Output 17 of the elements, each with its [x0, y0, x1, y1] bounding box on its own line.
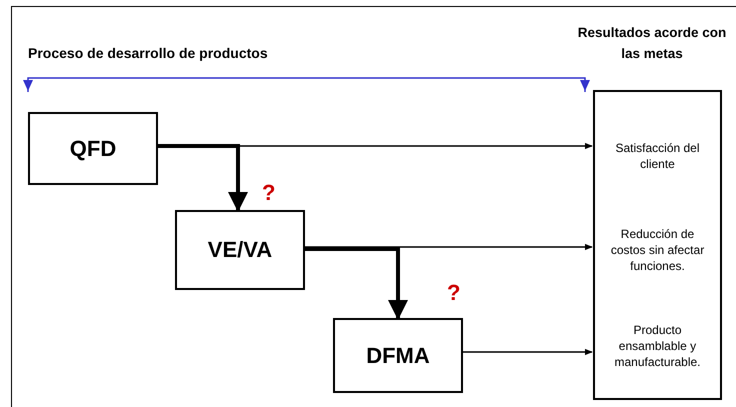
arrow [158, 144, 248, 212]
result-text: Reducción de costos sin afectar funciones. [610, 226, 706, 274]
process-label: VE/VA [208, 237, 272, 263]
results-heading: Resultados acorde con las metas [576, 24, 728, 63]
process-box [28, 112, 158, 185]
result-text: Satisfacción del cliente [614, 140, 701, 172]
arrow [463, 348, 593, 356]
arrow [305, 247, 408, 320]
process-heading: Proceso de desarrollo de productos [28, 45, 268, 61]
process-box [333, 318, 463, 393]
question-mark: ? [262, 180, 276, 206]
arrow [305, 244, 593, 250]
result-text: Producto ensamblable y manufacturable. [613, 322, 702, 370]
process-label: DFMA [366, 342, 430, 368]
process-box [175, 210, 305, 290]
process-label: QFD [70, 136, 116, 162]
question-mark: ? [447, 280, 460, 306]
